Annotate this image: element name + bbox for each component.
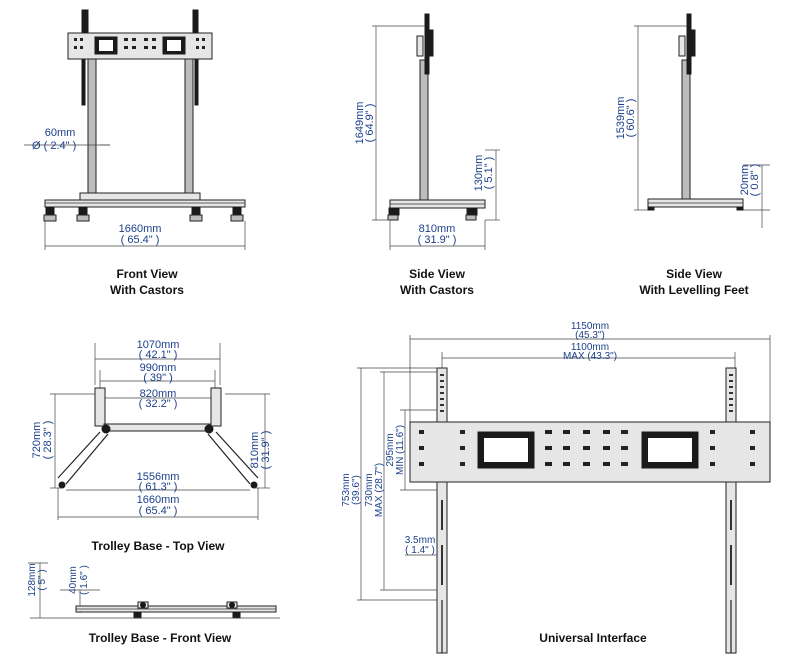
trolley-mid-top-in: ( 39" )	[143, 372, 173, 384]
side-castors-depth-mm: 810mm	[419, 223, 456, 235]
interface-drawing	[357, 335, 771, 654]
front-width-in: ( 65.4" )	[121, 234, 160, 246]
trolley-inner-top-in: ( 32.2" )	[139, 398, 178, 410]
front-width-mm: 1660mm	[119, 223, 162, 235]
trolley-top-caption: Trolley Base - Top View	[92, 539, 226, 553]
interface-total-w-mm: 1150mm	[571, 321, 609, 332]
side-feet-caption-1: Side View	[666, 267, 722, 281]
interface-total-w-in: (45.3")	[575, 330, 605, 341]
interface-total-h-mm: 753mm	[341, 473, 352, 506]
interface-min-h-mm: 295mm	[385, 433, 396, 466]
trolley-outer-bottom-in: ( 65.4" )	[139, 505, 178, 517]
side-castors-caption-1: Side View	[409, 267, 465, 281]
front-view-caption-2: With Castors	[110, 283, 184, 297]
trolley-inner-bottom-in: ( 61.3" )	[139, 481, 178, 493]
side-feet-base-mm: 20mm	[739, 165, 751, 196]
interface-gap-mm: 3.5mm	[405, 535, 436, 546]
interface-max-h-in: MAX (28.7")	[374, 463, 385, 517]
interface-caption: Universal Interface	[539, 631, 647, 645]
trolley-front-height-in: ( 5" )	[37, 569, 48, 590]
side-castors-caption-2: With Castors	[400, 283, 474, 297]
interface-total-h-in: (39.6")	[351, 475, 362, 505]
side-castors-base-in: ( 5.1" )	[483, 157, 495, 190]
trolley-front-plate-in: ( 1.6" )	[79, 565, 90, 595]
trolley-outer-top-in: ( 42.1" )	[139, 349, 178, 361]
trolley-depth-left-in: ( 28.3" )	[42, 421, 54, 460]
interface-gap-in: ( 1.4" )	[405, 545, 435, 556]
side-feet-drawing	[634, 13, 770, 228]
interface-max-w-mm: 1100mm	[571, 342, 609, 353]
side-castors-height-mm: 1649mm	[354, 102, 366, 145]
trolley-mid-top-mm: 990mm	[140, 362, 177, 374]
side-castors-drawing	[372, 13, 500, 250]
side-castors-base-mm: 130mm	[473, 155, 485, 192]
side-castors-depth-in: ( 31.9" )	[418, 234, 457, 246]
interface-max-h-mm: 730mm	[364, 473, 375, 506]
trolley-front-caption: Trolley Base - Front View	[89, 631, 232, 645]
trolley-front-height-mm: 128mm	[27, 563, 38, 596]
side-feet-caption-2: With Levelling Feet	[639, 283, 748, 297]
trolley-depth-left-mm: 720mm	[31, 422, 43, 459]
trolley-front-drawing	[28, 562, 280, 619]
side-castors-height-in: ( 64.9" )	[364, 104, 376, 143]
pole-diameter-in: Ø ( 2.4" )	[32, 140, 76, 152]
side-feet-base-in: ( 0.8" )	[749, 164, 761, 197]
trolley-front-plate-mm: 40mm	[68, 566, 79, 594]
trolley-depth-right-in: ( 31.9" )	[260, 431, 272, 470]
trolley-inner-top-mm: 820mm	[140, 388, 177, 400]
trolley-outer-bottom-mm: 1660mm	[137, 494, 180, 506]
pole-diameter-mm: 60mm	[45, 127, 76, 139]
trolley-top-drawing	[50, 343, 270, 520]
side-feet-height-mm: 1539mm	[615, 97, 627, 140]
trolley-outer-top-mm: 1070mm	[137, 339, 180, 351]
interface-max-w-in: MAX (43.3")	[563, 351, 617, 362]
front-view-caption-1: Front View	[116, 267, 178, 281]
trolley-inner-bottom-mm: 1556mm	[137, 471, 180, 483]
trolley-depth-right-mm: 810mm	[249, 432, 261, 469]
side-feet-height-in: ( 60.6" )	[625, 99, 637, 138]
front-view-drawing	[24, 9, 246, 250]
interface-min-h-in: MIN (11.6")	[395, 425, 406, 475]
